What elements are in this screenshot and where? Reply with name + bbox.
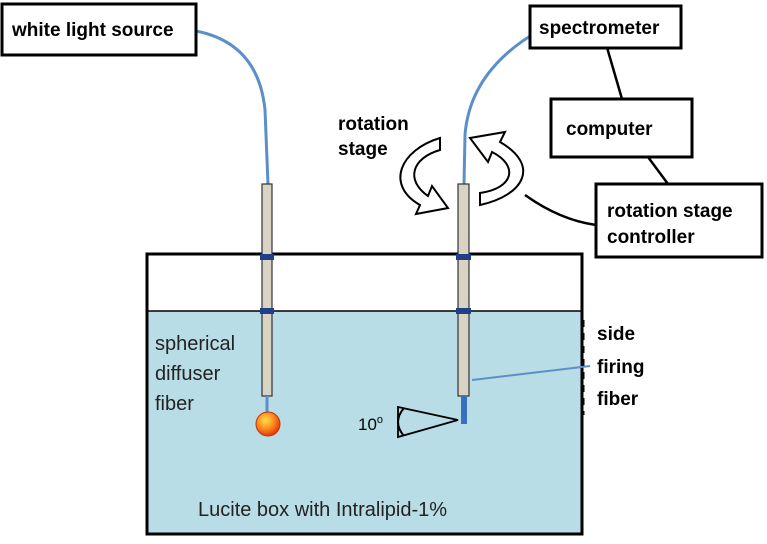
spherical-diffuser-label-line3: fiber [155, 393, 194, 415]
angle-unit: o [377, 414, 383, 426]
source-fiber-cable [189, 28, 270, 185]
white-light-source-label: white light source [11, 20, 174, 41]
rotation-stage-controller-label-line2: controller [607, 227, 695, 248]
intralipid-liquid [148, 311, 582, 533]
spherical-diffuser-ball [255, 411, 281, 437]
spectrometer-label: spectrometer [539, 18, 660, 39]
left-fiber-tube [261, 183, 273, 397]
rotation-stage-controller-label-line1: rotation stage [607, 201, 733, 222]
acceptance-angle-arc [397, 407, 405, 437]
rotation-stage-label-line2: stage [338, 139, 388, 160]
rotation-stage-label-line1: rotation [338, 114, 409, 135]
side-firing-fiber-label-line3: fiber [597, 389, 639, 410]
lucite-box-caption: Lucite box with Intralipid-1% [198, 499, 447, 521]
left-tube-clamp-top [260, 254, 274, 260]
right-tube-clamp-top [456, 254, 471, 260]
side-firing-fiber-label-line1: side [597, 324, 635, 345]
left-tube-clamp-bottom [260, 308, 274, 314]
rotation-stage-controller-box [594, 182, 764, 259]
white-light-source-box [0, 2, 198, 57]
spherical-diffuser-label-line2: diffuser [155, 363, 221, 385]
right-tube-clamp-bottom [456, 308, 471, 314]
angle-number: 10 [358, 415, 377, 434]
controller-stage-cable [524, 193, 597, 227]
right-fiber-tube [457, 183, 470, 397]
side-firing-fiber-label-line2: firing [597, 357, 645, 378]
side-firing-fiber-tip [461, 396, 467, 424]
side-fiber-leader-line [471, 365, 591, 381]
computer-label: computer [566, 119, 653, 140]
spherical-diffuser-label-line1: spherical [155, 333, 235, 355]
spectrometer-computer-cable [604, 43, 624, 100]
spectrometer-fiber-cable [462, 28, 541, 185]
lucite-box [145, 252, 584, 536]
rotation-arrow-left [399, 136, 450, 216]
spectrometer-box [528, 4, 683, 50]
rotation-arrow-right [468, 130, 525, 207]
acceptance-angle-label: 10o [358, 414, 383, 434]
computer-controller-cable [646, 156, 670, 185]
computer-box [549, 97, 694, 159]
